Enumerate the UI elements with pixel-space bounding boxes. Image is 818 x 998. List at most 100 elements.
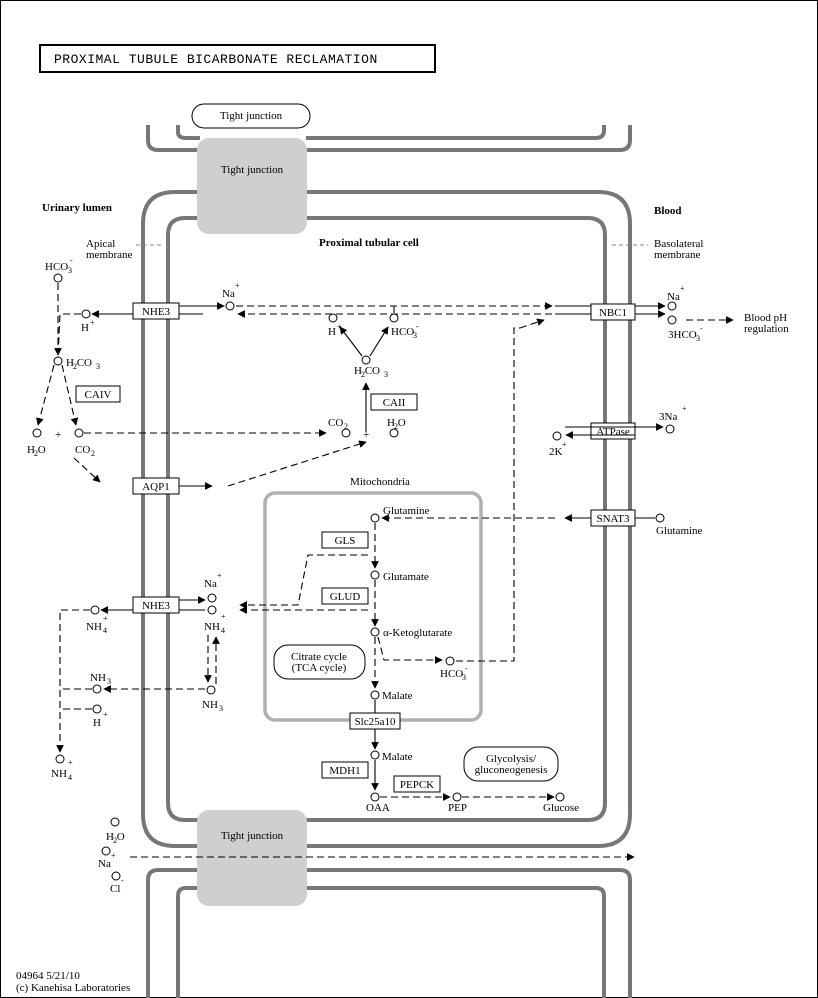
svg-text:H: H xyxy=(328,326,336,338)
label-h2co3-lumen: H CO xyxy=(66,357,92,369)
compound-nh4-lumen-bottom[interactable] xyxy=(55,754,65,764)
gene-nhe3-bottom[interactable] xyxy=(132,596,180,614)
gene-caii[interactable] xyxy=(370,393,418,411)
compound-co2-lumen[interactable] xyxy=(74,428,84,438)
compound-h-lumen[interactable] xyxy=(81,309,91,319)
blood-label: Blood xyxy=(654,205,682,217)
svg-text:PEPCK: PEPCK xyxy=(400,779,434,791)
tight-junction-bottom-label: Tight junction xyxy=(221,830,284,842)
gene-gls[interactable] xyxy=(321,531,369,549)
gene-nbc1[interactable] xyxy=(590,303,636,321)
svg-text:4: 4 xyxy=(68,773,72,782)
svg-text:NH: NH xyxy=(204,621,220,633)
compound-oaa[interactable] xyxy=(370,792,380,802)
compound-3na-blood[interactable] xyxy=(665,424,675,434)
svg-text:3HCO: 3HCO xyxy=(668,329,697,341)
compound-na-blood[interactable] xyxy=(667,301,677,311)
svg-text:+: + xyxy=(103,614,108,623)
mitochondria-label: Mitochondria xyxy=(350,476,410,488)
compound-hco3-lumen[interactable] xyxy=(53,273,63,283)
svg-text:+: + xyxy=(337,322,342,331)
svg-text:-: - xyxy=(416,322,419,331)
svg-text:-: - xyxy=(465,664,468,673)
compound-nh3-lumen[interactable] xyxy=(92,684,102,694)
compound-h2co3-cell[interactable] xyxy=(361,355,371,365)
svg-text:Na: Na xyxy=(667,291,680,303)
gene-pepck[interactable] xyxy=(393,775,441,793)
label-na-top: Na xyxy=(222,288,235,300)
pathway-tca[interactable] xyxy=(273,644,366,680)
compound-na-cell-top[interactable] xyxy=(225,301,235,311)
svg-text:NHE3: NHE3 xyxy=(142,306,171,318)
compound-na-para[interactable] xyxy=(101,846,111,856)
compound-akg[interactable] xyxy=(370,627,380,637)
svg-text:α-Ketoglutarate: α-Ketoglutarate xyxy=(383,627,452,639)
compound-nh3-cell[interactable] xyxy=(206,685,216,695)
svg-text:3: 3 xyxy=(413,331,417,340)
svg-text:NHE3: NHE3 xyxy=(142,600,171,612)
compound-na-cell-bottom[interactable] xyxy=(207,593,217,603)
compound-h2co3-lumen[interactable] xyxy=(53,356,63,366)
svg-text:3Na: 3Na xyxy=(659,411,677,423)
compound-hco3-cell[interactable] xyxy=(389,313,399,323)
svg-text:3: 3 xyxy=(384,370,388,379)
svg-text:3: 3 xyxy=(68,266,72,275)
gene-glud[interactable] xyxy=(321,587,369,605)
compound-nh4-lumen-top[interactable] xyxy=(90,605,100,615)
compound-h-lumen-bottom[interactable] xyxy=(92,704,102,714)
compound-malate-cyto[interactable] xyxy=(370,750,380,760)
compound-h-cell[interactable] xyxy=(328,313,338,323)
label-co2-lumen: CO xyxy=(75,444,90,456)
svg-text:3: 3 xyxy=(696,334,700,343)
svg-text:+: + xyxy=(90,318,95,327)
svg-text:(TCA cycle): (TCA cycle) xyxy=(292,662,347,674)
svg-text:2: 2 xyxy=(113,836,117,845)
basolateral-membrane-label-1: Basolateral xyxy=(654,238,703,250)
compound-pep[interactable] xyxy=(452,792,462,802)
compound-h2o-para[interactable] xyxy=(110,817,120,827)
svg-text:OAA: OAA xyxy=(366,802,390,814)
svg-text:+: + xyxy=(103,710,108,719)
compound-hco3-mito[interactable] xyxy=(445,656,455,666)
basolateral-membrane-inner xyxy=(306,216,607,822)
gene-caiv[interactable] xyxy=(75,385,121,403)
compound-nh4-cell[interactable] xyxy=(207,605,217,615)
svg-text:+: + xyxy=(68,758,73,767)
tight-junction-bottom xyxy=(197,810,307,906)
membrane-segment xyxy=(146,125,200,152)
svg-text:+: + xyxy=(55,429,61,441)
pathway-blood-ph-1[interactable]: Blood pH xyxy=(744,312,787,324)
compound-h2o-lumen[interactable] xyxy=(32,428,42,438)
copyright: (c) Kanehisa Laboratories xyxy=(16,982,130,994)
gene-nhe3-top[interactable] xyxy=(132,302,180,320)
label-hco3-lumen: HCO xyxy=(45,261,68,273)
svg-text:2: 2 xyxy=(344,422,348,431)
compound-co2-cell[interactable] xyxy=(341,428,351,438)
svg-text:2: 2 xyxy=(394,422,398,431)
pathway-glycolysis[interactable] xyxy=(463,746,559,782)
svg-text:Cl: Cl xyxy=(110,883,120,895)
compound-glucose[interactable] xyxy=(555,792,565,802)
svg-text:Citrate cycle: Citrate cycle xyxy=(291,651,347,663)
compound-glutamine-blood[interactable] xyxy=(655,513,665,523)
svg-text:+: + xyxy=(111,851,116,860)
svg-text:+: + xyxy=(680,284,685,293)
compound-3hco3-blood[interactable] xyxy=(667,315,677,325)
svg-text:2: 2 xyxy=(34,449,38,458)
membrane-segment xyxy=(306,125,606,140)
svg-text:gluconeogenesis: gluconeogenesis xyxy=(475,764,548,776)
compound-glutamate[interactable] xyxy=(370,570,380,580)
gene-mdh1[interactable] xyxy=(321,761,369,779)
svg-text:NH: NH xyxy=(90,672,106,684)
svg-text:CAIV: CAIV xyxy=(85,389,112,401)
compound-malate-mito[interactable] xyxy=(370,690,380,700)
svg-text:3: 3 xyxy=(107,677,111,686)
svg-text:NH: NH xyxy=(202,699,218,711)
compound-glutamine-mito[interactable] xyxy=(370,513,380,523)
pathway-blood-ph-2[interactable]: regulation xyxy=(744,323,789,335)
compound-cl-para[interactable] xyxy=(111,871,121,881)
compound-h2o-cell[interactable] xyxy=(389,428,399,438)
svg-text:+: + xyxy=(217,571,222,580)
svg-text:Na: Na xyxy=(204,578,217,590)
compound-2k-cell[interactable] xyxy=(552,431,562,441)
